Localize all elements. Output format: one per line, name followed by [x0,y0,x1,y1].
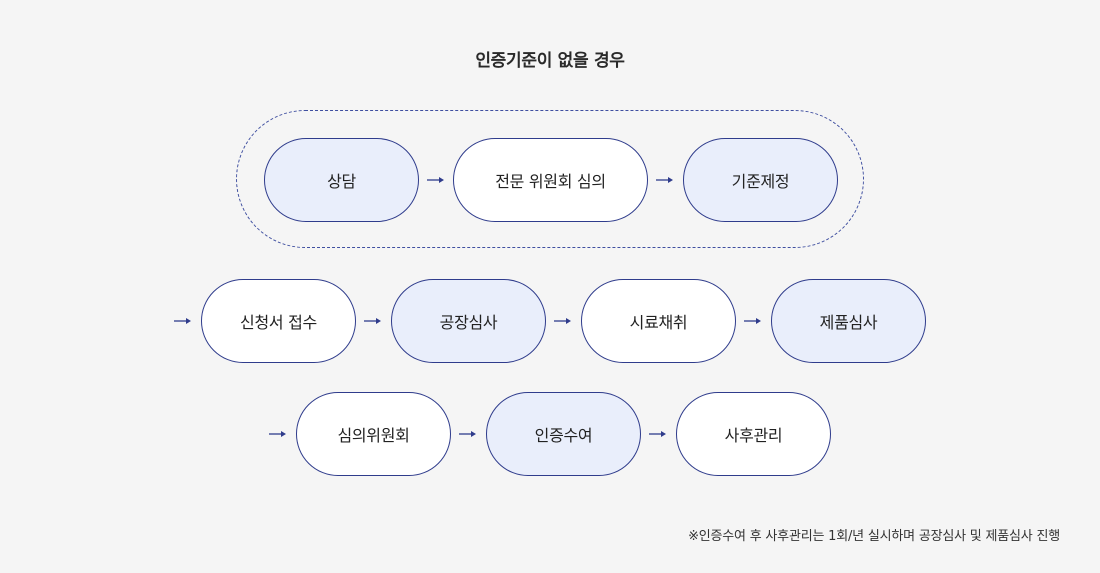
arrow-icon [427,175,445,185]
arrow-icon [174,316,192,326]
diagram-title: 인증기준이 없을 경우 [475,51,625,71]
step-factory-inspection: 공장심사 [391,279,546,363]
arrow-icon [269,429,287,439]
step-follow-up-management: 사후관리 [676,392,831,476]
arrow-icon [364,316,382,326]
step-consultation: 상담 [264,138,419,222]
step-expert-committee-review: 전문 위원회 심의 [453,138,648,222]
arrow-icon [744,316,762,326]
arrow-icon [554,316,572,326]
arrow-icon [656,175,674,185]
step-standard-establishment: 기준제정 [683,138,838,222]
step-application-receipt: 신청서 접수 [201,279,356,363]
standard-setting-group-outline [236,110,864,248]
step-sample-collection: 시료채취 [581,279,736,363]
step-product-inspection: 제품심사 [771,279,926,363]
arrow-icon [459,429,477,439]
footnote: ※인증수여 후 사후관리는 1회/년 실시하며 공장심사 및 제품심사 진행 [688,529,1060,544]
arrow-icon [649,429,667,439]
step-deliberation-committee: 심의위원회 [296,392,451,476]
step-certification-award: 인증수여 [486,392,641,476]
